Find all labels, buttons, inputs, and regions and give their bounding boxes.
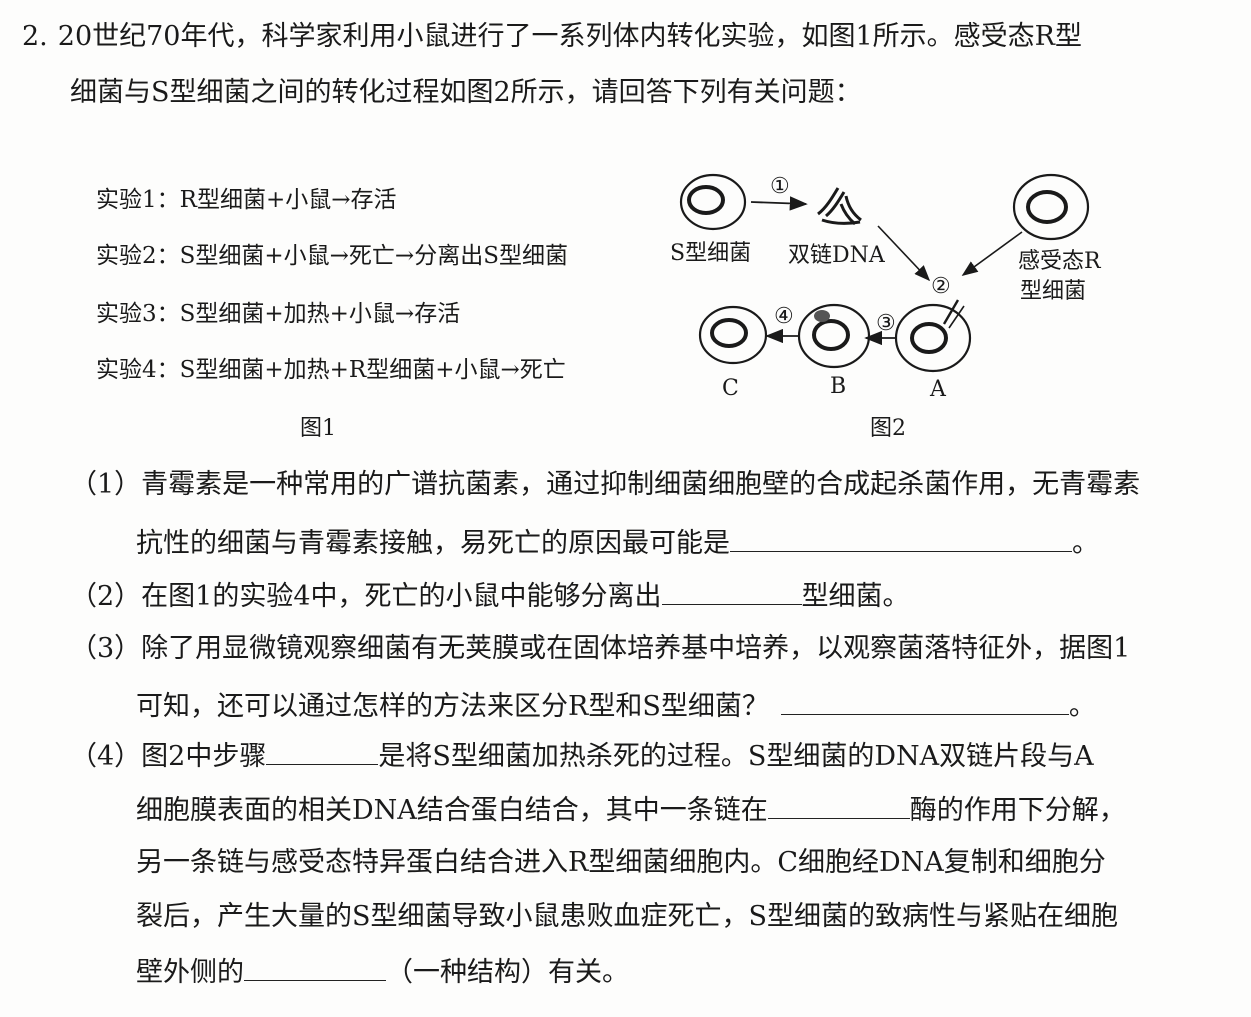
experiment-2: 实验2：S型细菌+小鼠→死亡→分离出S型细菌 (96, 243, 568, 269)
question-number: 2. (22, 21, 48, 52)
experiment-1: 实验1：R型细菌+小鼠→存活 (96, 187, 397, 213)
step-1-label: ① (770, 174, 790, 199)
q4-line5-text-b: （一种结构）有关。 (386, 957, 629, 988)
q4-line-3: 另一条链与感受态特异蛋白结合进入R型细菌细胞内。C细胞经DNA复制和细胞分 (136, 847, 1106, 878)
question-intro-line-2: 细菌与S型细菌之间的转化过程如图2所示，请回答下列有关问题： (70, 77, 862, 108)
q1-line-2: 抗性的细菌与青霉素接触，易死亡的原因最可能是 。 (136, 525, 1099, 561)
competent-r-cell (1012, 173, 1090, 241)
q3-answer-blank[interactable] (780, 688, 1069, 715)
intro-text-1: 20世纪70年代，科学家利用小鼠进行了一系列体内转化实验，如图1所示。感受态R型 (57, 21, 1082, 52)
step-2-label: ② (931, 274, 951, 299)
q2-text-a: （2）在图1的实验4中，死亡的小鼠中能够分离出 (70, 581, 662, 612)
step-4-label: ④ (774, 304, 794, 329)
experiment-3: 实验3：S型细菌+加热+小鼠→存活 (96, 301, 461, 327)
figure-2-caption: 图2 (870, 416, 906, 441)
q1-text: 抗性的细菌与青霉素接触，易死亡的原因最可能是 (136, 528, 730, 559)
cell-a-label: A (929, 377, 947, 402)
q3-line-2: 可知，还可以通过怎样的方法来区分R型和S型细菌？ 。 (136, 688, 1096, 724)
dna-fragments-icon (817, 187, 862, 226)
arrow-r-to-step-2 (961, 231, 1023, 276)
q2-line: （2）在图1的实验4中，死亡的小鼠中能够分离出 型细菌。 (70, 578, 910, 614)
q3-text: 可知，还可以通过怎样的方法来区分R型和S型细菌？ (136, 691, 769, 722)
q1-line-1: （1）青霉素是一种常用的广谱抗菌素，通过抑制细菌细胞壁的合成起杀菌作用，无青霉素 (70, 469, 1141, 500)
q4-text-b: 是将S型细菌加热杀死的过程。S型细菌的DNA双链片段与A (378, 741, 1094, 772)
s-cell (679, 173, 747, 231)
question-intro-line-1: 2. 20世纪70年代，科学家利用小鼠进行了一系列体内转化实验，如图1所示。感受态… (22, 20, 1082, 54)
q1-answer-blank[interactable] (730, 525, 1072, 552)
experiment-4: 实验4：S型细菌+加热+R型细菌+小鼠→死亡 (96, 357, 566, 383)
q4-line-5: 壁外侧的 （一种结构）有关。 (136, 954, 629, 990)
q4-line-4: 裂后，产生大量的S型细菌导致小鼠患败血症死亡，S型细菌的致病性与紧贴在细胞 (136, 901, 1118, 932)
figure-1-caption: 图1 (300, 416, 336, 441)
cell-b-label: B (830, 374, 846, 399)
q4-line2-text-b: 酶的作用下分解， (909, 795, 1126, 826)
cell-c (698, 305, 768, 365)
cell-c-label: C (722, 376, 739, 401)
step-3-label: ③ (876, 311, 896, 336)
q1-end-mark: 。 (1072, 528, 1099, 559)
q4-enzyme-blank[interactable] (767, 792, 910, 819)
arrow-dna-to-step-2 (877, 225, 931, 282)
competent-r-label-1: 感受态R (1018, 249, 1102, 274)
q4-structure-blank[interactable] (244, 954, 386, 981)
cell-a (894, 299, 972, 373)
competent-r-label-2: 型细菌 (1020, 279, 1086, 304)
q4-line2-text-a: 细胞膜表面的相关DNA结合蛋白结合，其中一条链在 (136, 795, 768, 826)
q4-text-a: （4）图2中步骤 (70, 741, 267, 772)
q2-answer-blank[interactable] (661, 578, 802, 605)
q4-line-1: （4）图2中步骤 是将S型细菌加热杀死的过程。S型细菌的DNA双链片段与A (70, 738, 1094, 774)
q4-line5-text-a: 壁外侧的 (136, 957, 244, 988)
s-cell-label: S型细菌 (670, 241, 751, 266)
q3-line-1: （3）除了用显微镜观察细菌有无荚膜或在固体培养基中培养，以观察菌落特征外，据图1 (70, 633, 1131, 664)
dna-label: 双链DNA (788, 243, 886, 268)
q2-text-b: 型细菌。 (801, 581, 910, 612)
q4-step-blank[interactable] (266, 738, 379, 765)
q4-line-2: 细胞膜表面的相关DNA结合蛋白结合，其中一条链在 酶的作用下分解， (136, 792, 1126, 828)
q3-end-mark: 。 (1068, 691, 1096, 722)
arrow-step-1 (750, 196, 808, 211)
cell-b (797, 303, 871, 369)
